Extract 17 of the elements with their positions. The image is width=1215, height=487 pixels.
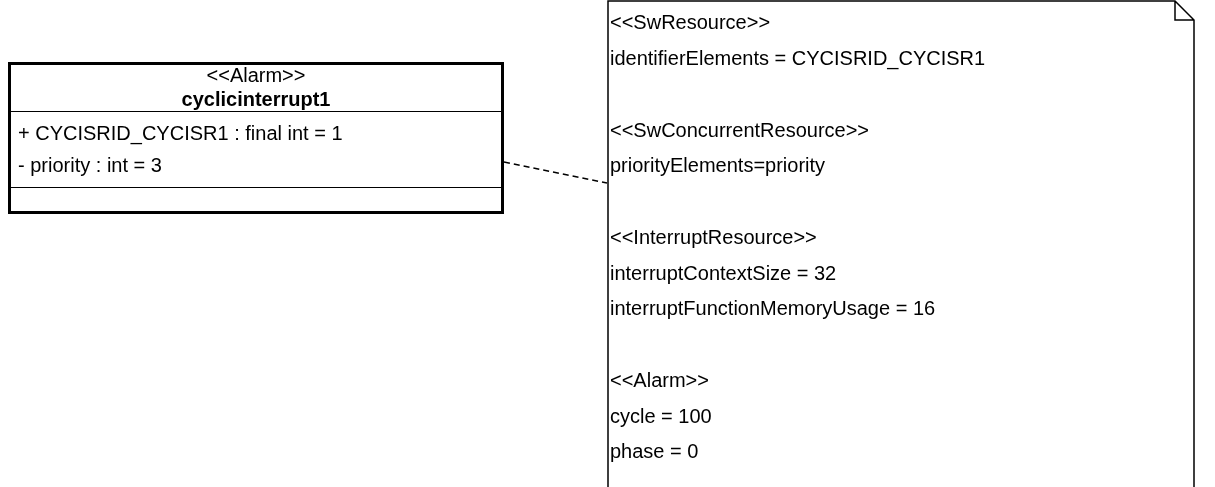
note-text: interruptContextSize = 32 <box>610 260 837 285</box>
note <box>607 0 1195 487</box>
note-text: <<SwConcurrentResource>> <box>610 117 870 142</box>
class-name: cyclicinterrupt1 <box>181 87 331 111</box>
note-text: <<Alarm>> <box>610 368 709 392</box>
note-text: priorityElements=priority <box>610 153 826 177</box>
note-text: identifierElements = CYCISRID_CYCISR1 <box>610 45 986 70</box>
note-text: <<SwResource>> <box>610 10 771 34</box>
attribute: - priority : int = 3 <box>18 153 162 177</box>
class-box <box>8 62 504 214</box>
dashed-connector <box>503 161 608 184</box>
note-text: <<InterruptResource>> <box>610 225 817 249</box>
note-text: cycle = 100 <box>610 403 712 428</box>
note-text: phase = 0 <box>610 439 699 463</box>
note-text: interruptFunctionMemoryUsage = 16 <box>610 296 936 320</box>
stereotype-label: <<Alarm>> <box>206 63 306 87</box>
attribute: + CYCISRID_CYCISR1 : final int = 1 <box>18 121 343 145</box>
